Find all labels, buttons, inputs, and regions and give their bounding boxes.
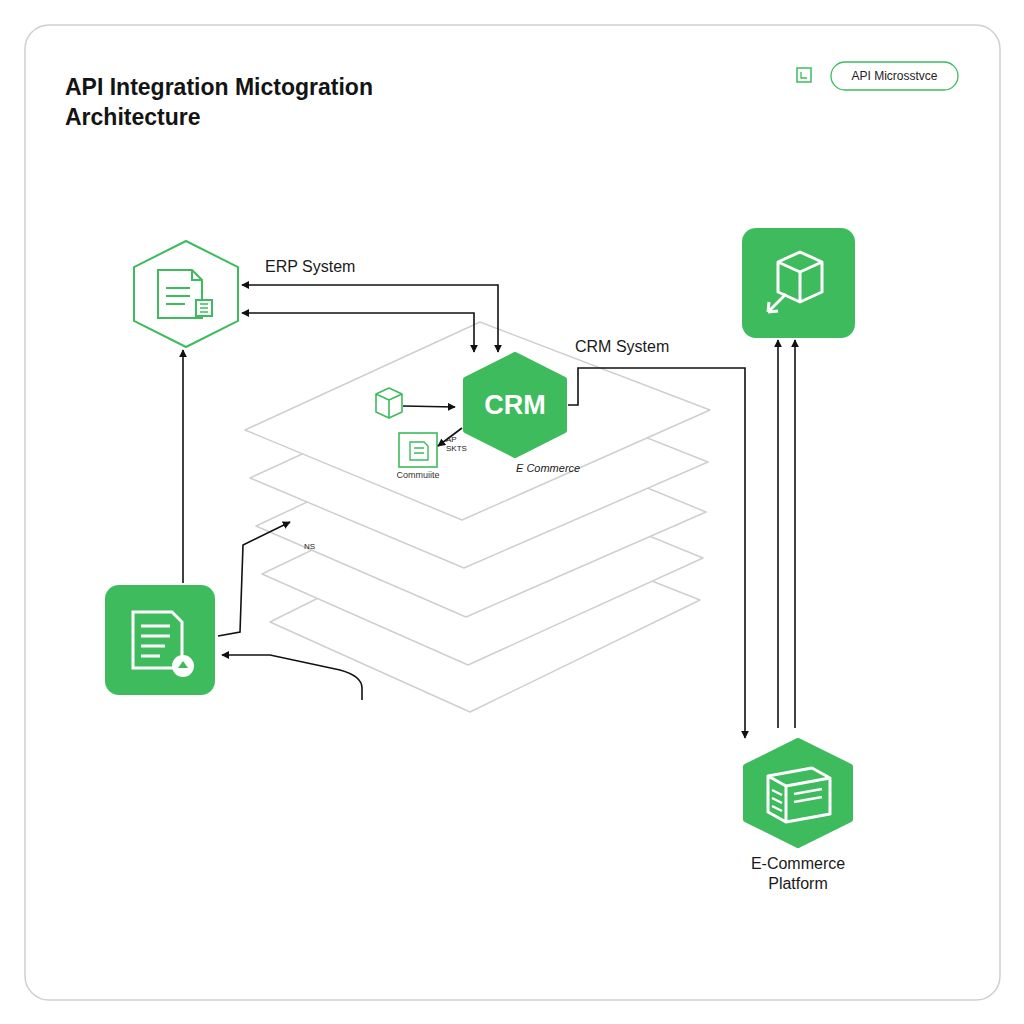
connector-label: AP SKTS xyxy=(446,435,476,453)
arrow-note: NS xyxy=(304,542,334,551)
badge xyxy=(797,62,958,90)
frame xyxy=(25,25,1000,1000)
hexagon-shape xyxy=(742,738,854,848)
node-label: Commuiite xyxy=(378,470,458,480)
connector-arrow xyxy=(242,285,498,352)
document-tile xyxy=(105,585,215,695)
layer-label: E Commerce xyxy=(516,462,606,474)
platform-layers xyxy=(245,322,710,712)
connector-arrow xyxy=(242,313,474,352)
node-label: CRM System xyxy=(575,338,669,356)
crm-node: CRMCRM System xyxy=(462,352,568,458)
ecommerce-node: E-Commerce Platform xyxy=(742,738,854,848)
cube-symbol xyxy=(376,388,402,418)
diagram-title: API Integration Mictogration Architectur… xyxy=(65,72,395,132)
node-label: E-Commerce Platform xyxy=(728,854,868,894)
flow-lines xyxy=(183,340,795,728)
box-shape xyxy=(398,432,438,468)
node-title: CRM xyxy=(462,352,568,458)
node-label: ERP System xyxy=(265,258,355,276)
badge-label: API Microsstvce xyxy=(831,62,958,90)
connector-arrow xyxy=(568,368,745,738)
package-tile xyxy=(742,228,855,338)
erp-node: ERP System xyxy=(130,238,242,350)
service-box: Commuiite xyxy=(398,432,438,468)
hexagon-shape xyxy=(130,238,242,350)
